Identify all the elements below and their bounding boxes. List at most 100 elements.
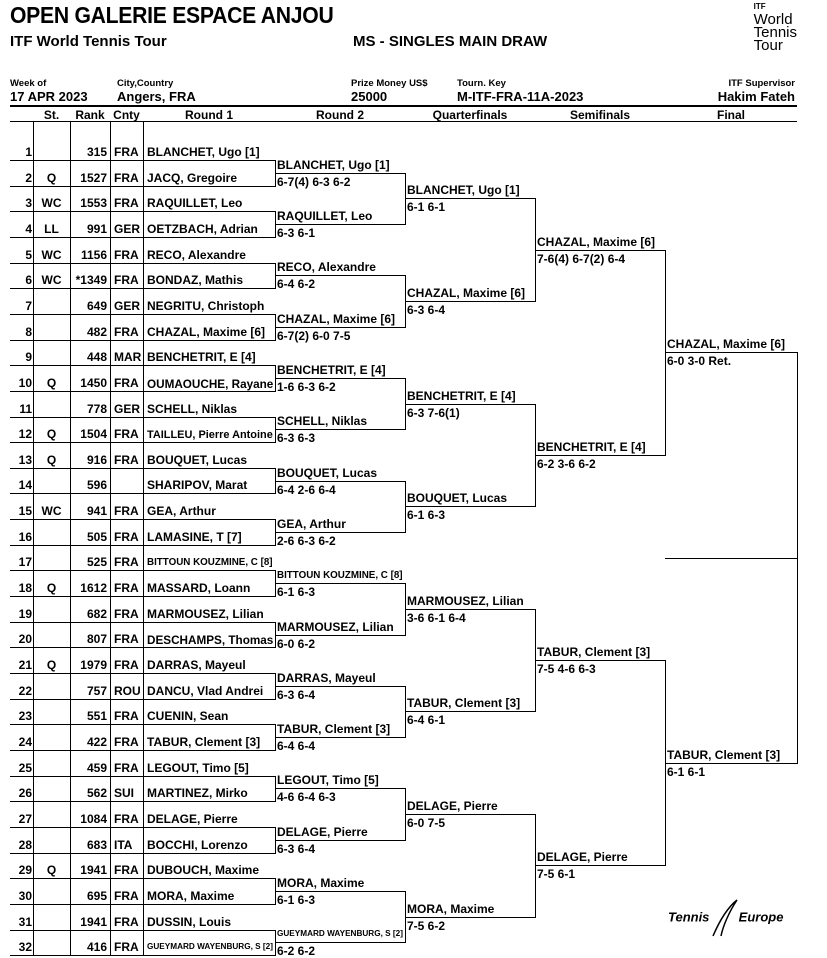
match-score: 2-6 6-3 6-2 — [277, 533, 336, 548]
row-line — [10, 878, 275, 880]
player-name: DESCHAMPS, Thomas — [147, 634, 274, 648]
champion-line — [665, 557, 797, 559]
tournament-title: OPEN GALERIE ESPACE ANJOU — [10, 2, 334, 28]
row-line — [10, 852, 275, 854]
player-name: DUBOUCH, Maxime — [147, 863, 260, 878]
entry-status: WC — [41, 504, 62, 519]
match-score: 6-1 6-1 — [407, 200, 446, 215]
winner-name: TABUR, Clement [3] — [537, 645, 651, 660]
bracket-line — [405, 198, 535, 200]
row-line — [10, 390, 275, 392]
row-line — [10, 801, 275, 803]
player-name: OUMAOUCHE, Rayane — [147, 377, 274, 391]
player-name: GEA, Arthur — [147, 504, 216, 519]
player-country: FRA — [114, 427, 139, 442]
player-name: DANCU, Vlad Andrei — [147, 683, 264, 698]
row-line — [10, 160, 275, 161]
col-round1: Round 1 — [185, 108, 233, 122]
bracket-line — [535, 660, 665, 662]
logo-te-right: Europe — [738, 909, 784, 925]
player-rank: 1527 — [80, 170, 107, 185]
entry-status: Q — [46, 452, 57, 467]
winner-name: MARMOUSEZ, Lilian — [277, 619, 394, 634]
seed-number: 5 — [25, 247, 32, 262]
player-country: FRA — [114, 709, 139, 724]
player-country: FRA — [114, 452, 139, 467]
player-name: BOCCHI, Lorenzo — [147, 837, 248, 852]
match-score: 6-3 6-1 — [277, 226, 316, 241]
row-line — [10, 493, 275, 495]
week-label: Week of — [10, 78, 47, 89]
row-line — [10, 724, 275, 726]
col-quarterfinals: Quarterfinals — [432, 108, 508, 122]
player-rank: 422 — [86, 734, 107, 749]
winner-name: CHAZAL, Maxime [6] — [667, 337, 786, 352]
winner-name: TABUR, Clement [3] — [277, 722, 391, 737]
bracket-line — [665, 762, 797, 764]
bracket-line — [405, 506, 535, 508]
player-rank: *1349 — [75, 273, 107, 288]
bracket-line — [275, 583, 405, 585]
match-score: 6-1 6-1 — [667, 764, 706, 779]
player-name: MARTINEZ, Mirko — [147, 786, 248, 801]
logo-line: World — [753, 11, 793, 28]
player-name: DARRAS, Mayeul — [147, 658, 246, 672]
entry-status: Q — [46, 427, 57, 442]
player-rank: 1156 — [80, 247, 107, 262]
player-country: FRA — [114, 940, 139, 955]
winner-name: SCHELL, Niklas — [277, 414, 368, 429]
player-rank: 1450 — [80, 375, 107, 390]
row-line — [10, 749, 275, 751]
entry-status: WC — [41, 247, 62, 262]
winner-name: BENCHETRIT, E [4] — [537, 439, 646, 454]
prize-label: Prize Money US$ — [351, 78, 428, 89]
player-country: FRA — [114, 606, 139, 621]
player-country: FRA — [114, 375, 139, 390]
seed-number: 13 — [18, 452, 32, 467]
row-line — [10, 467, 275, 469]
city-value: Angers, FRA — [117, 89, 196, 104]
seed-number: 32 — [18, 940, 32, 955]
row-line — [10, 313, 275, 315]
player-rank: 682 — [86, 606, 107, 621]
player-name: LEGOUT, Timo [5] — [147, 760, 249, 775]
seed-number: 19 — [18, 606, 32, 621]
entry-status: Q — [46, 863, 57, 878]
entry-status: Q — [46, 658, 57, 672]
seed-number: 16 — [18, 529, 32, 544]
player-country: FRA — [114, 811, 139, 826]
player-country: ROU — [114, 683, 141, 698]
player-country: FRA — [114, 555, 139, 570]
city-label: City,Country — [117, 78, 174, 89]
winner-name: MORA, Maxime — [407, 901, 495, 916]
match-score: 1-6 6-3 6-2 — [277, 380, 336, 395]
match-score: 7-6(4) 6-7(2) 6-4 — [537, 251, 626, 266]
player-name: NEGRITU, Christoph — [147, 298, 265, 313]
col-final: Final — [716, 108, 745, 122]
match-score: 6-4 6-2 — [277, 277, 316, 292]
col-round2: Round 2 — [316, 108, 364, 122]
bracket-line — [405, 814, 535, 816]
prize-value: 25000 — [351, 89, 388, 104]
match-score: 6-1 6-3 — [277, 585, 316, 600]
player-name: BLANCHET, Ugo [1] — [147, 145, 260, 159]
player-name: RECO, Alexandre — [147, 247, 246, 262]
player-country: MAR — [114, 350, 142, 365]
bracket-line — [275, 224, 405, 226]
row-line — [10, 826, 275, 828]
player-rank: 459 — [86, 760, 107, 775]
player-country: FRA — [114, 914, 139, 929]
entry-status: Q — [46, 581, 57, 596]
match-score: 6-2 6-2 — [277, 944, 316, 958]
player-rank: 916 — [86, 452, 107, 467]
match-score: 6-4 6-4 — [277, 739, 316, 754]
seed-number: 25 — [18, 760, 32, 775]
player-name: LAMASINE, T [7] — [147, 529, 242, 544]
player-rank: 1504 — [80, 427, 107, 442]
supervisor-value: Hakim Fateh — [717, 89, 795, 104]
player-rank: 807 — [86, 632, 107, 647]
winner-name: TABUR, Clement [3] — [667, 747, 781, 762]
match-score: 6-7(4) 6-3 6-2 — [277, 174, 351, 189]
row-line — [10, 775, 275, 777]
seed-number: 11 — [19, 401, 32, 416]
